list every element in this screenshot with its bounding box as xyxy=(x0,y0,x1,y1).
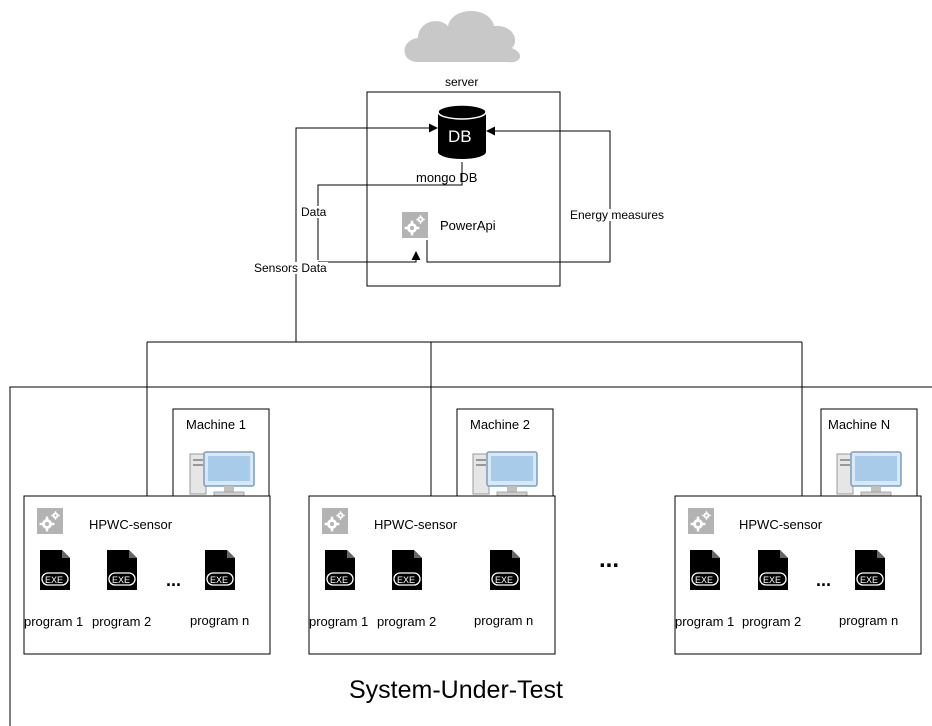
program-ellipsis: ... xyxy=(816,570,832,590)
between-machines-ellipsis: ... xyxy=(599,546,620,573)
exe-icon-text: EXE xyxy=(330,575,349,585)
edge-label-sensors-data: Sensors Data xyxy=(253,261,328,275)
sensor-label: HPWC-sensor xyxy=(374,517,458,532)
server-box xyxy=(366,91,561,287)
server-label: server xyxy=(445,75,479,89)
program-1-label: program 1 xyxy=(309,614,369,629)
edge-label-energy-measures: Energy measures xyxy=(569,208,666,222)
machine-name: Machine 2 xyxy=(470,417,530,432)
system-under-test-label: System-Under-Test xyxy=(349,676,563,704)
gear-icon xyxy=(322,508,348,534)
edge-sensors-data xyxy=(318,251,421,263)
program-n-label: program n xyxy=(839,613,899,628)
program-1-label: program 1 xyxy=(24,614,84,629)
powerapi-gear-icon xyxy=(402,212,428,238)
machine-bus-line xyxy=(146,341,803,496)
system-under-test-boundary xyxy=(9,386,932,726)
db-label: mongo DB xyxy=(416,170,478,185)
exe-icon-text: EXE xyxy=(210,575,229,585)
exe-icon-text: EXE xyxy=(495,575,514,585)
edge-label-data: Data xyxy=(300,205,328,219)
program-ellipsis: ... xyxy=(166,570,182,590)
program-2-label: program 2 xyxy=(742,614,802,629)
gear-icon xyxy=(688,508,714,534)
exe-icon-text: EXE xyxy=(397,575,416,585)
gear-icon xyxy=(37,508,63,534)
program-2-label: program 2 xyxy=(377,614,437,629)
sensor-label: HPWC-sensor xyxy=(739,517,823,532)
db-icon-text: DB xyxy=(448,127,472,146)
machine-name: Machine 1 xyxy=(186,417,246,432)
program-1-label: program 1 xyxy=(675,614,735,629)
exe-icon-text: EXE xyxy=(763,575,782,585)
program-n-label: program n xyxy=(190,613,250,628)
machine-name: Machine N xyxy=(828,417,891,432)
edge-energy-measures xyxy=(426,126,611,263)
exe-icon-text: EXE xyxy=(695,575,714,585)
edge-db-data-out xyxy=(317,162,463,260)
exe-icon-text: EXE xyxy=(860,575,879,585)
powerapi-label: PowerApi xyxy=(440,218,496,233)
program-2-label: program 2 xyxy=(92,614,152,629)
cloud-icon xyxy=(404,11,521,63)
exe-icon-text: EXE xyxy=(112,575,131,585)
database-icon xyxy=(437,104,487,159)
program-n-label: program n xyxy=(474,613,534,628)
sensor-label: HPWC-sensor xyxy=(89,517,173,532)
exe-icon-text: EXE xyxy=(45,575,64,585)
